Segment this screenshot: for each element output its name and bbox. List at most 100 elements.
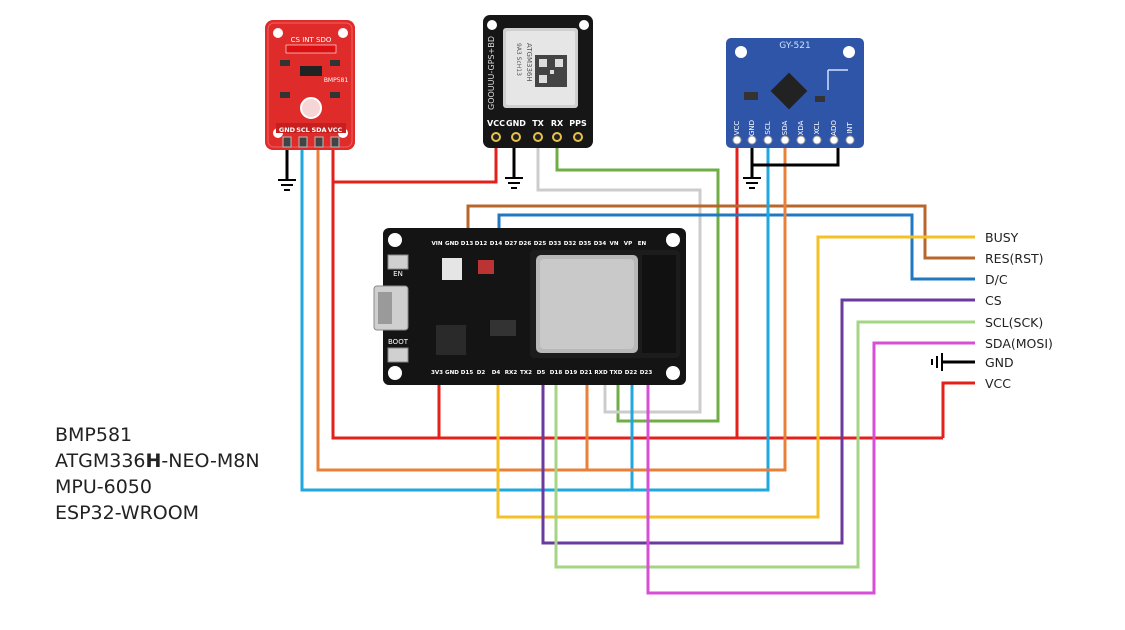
esp-top-pin: EN (638, 241, 647, 247)
legend-mpu6050: MPU-6050 (55, 476, 152, 498)
mpu-pin-ado: ADO (830, 120, 838, 136)
ground-icon (278, 150, 296, 191)
esp-bottom-pin: D18 (550, 370, 563, 376)
esp-bottom-pin: D22 (625, 370, 638, 376)
esp-top-pin: D34 (594, 241, 607, 247)
esp-top-pin: D25 (534, 241, 547, 247)
wire-display-cs (541, 298, 975, 545)
esp-bottom-pin: RX2 (505, 370, 518, 376)
esp-bottom-pin: RXD (594, 370, 608, 376)
display-pin-rst: RES(RST) (985, 251, 1044, 266)
wire-display-busy (496, 235, 975, 519)
gps-pin-pps: PPS (569, 119, 587, 128)
gps-pin-gnd: GND (506, 119, 526, 128)
display-pin-gnd: GND (985, 355, 1014, 370)
esp-bottom-pin: TXD (610, 370, 623, 376)
wire-display-mosi (646, 341, 975, 595)
esp-bottom-pin: D19 (565, 370, 578, 376)
esp-top-pin: D33 (549, 241, 562, 247)
esp-top-pin-labels: VIN GND D13 D12 D14 D27 D26 D25 D33 D32 … (431, 241, 646, 247)
esp-boot-label: BOOT (388, 338, 409, 346)
esp-bottom-pin: GND (445, 370, 459, 376)
bmp-pin-scl: SCL (296, 126, 310, 134)
wires (300, 148, 975, 595)
legend-gps-pre: ATGM336 (55, 450, 146, 472)
legend-gps: ATGM336H-NEO-M8N (55, 448, 260, 474)
esp-bottom-pin: D15 (461, 370, 474, 376)
bmp-pin-gnd: GND (279, 126, 296, 134)
wire-vcc-gps (333, 148, 498, 184)
mpu-name-label: GY-521 (779, 41, 810, 51)
bmp-pin-labels: GND SCL SDA VCC (279, 126, 343, 134)
bmp-name-label: BMP581 (324, 77, 349, 84)
display-pin-labels: BUSY RES(RST) D/C CS SCL(SCK) SDA(MOSI) … (985, 230, 1053, 391)
esp-top-pin: D27 (505, 241, 518, 247)
display-pin-dc: D/C (985, 272, 1008, 287)
bmp581-board: CS INT SDO BMP581 GND SCL SDA VCC (265, 20, 355, 150)
bmp-pin-vcc: VCC (328, 126, 343, 134)
esp-bottom-pin: D21 (580, 370, 593, 376)
wire-scl (300, 148, 770, 492)
display-pin-cs: CS (985, 293, 1002, 308)
gps-pin-labels: VCC GND TX RX PPS (487, 119, 587, 128)
esp-top-pin: D14 (490, 241, 503, 247)
gps-board: GOOUUU-GPS+BD ATGM336H 9A3 ScH13 VCC GND… (483, 15, 593, 148)
ground-icon (931, 353, 975, 371)
esp-en-label: EN (393, 270, 403, 278)
wire-vcc-bmp (331, 150, 943, 440)
legend-bmp581: BMP581 (55, 424, 133, 446)
bmp-pin-sda: SDA (311, 126, 326, 134)
esp-top-pin: VIN (431, 241, 442, 247)
esp-top-pin: D26 (519, 241, 532, 247)
mpu-pin-int: INT (846, 121, 854, 133)
wire-vcc-display (941, 381, 975, 438)
gps-pin-tx: TX (532, 119, 544, 128)
esp-top-pin: D32 (564, 241, 577, 247)
axis-arrows-icon (827, 69, 848, 90)
esp-bottom-pin: D2 (477, 370, 486, 376)
esp-bottom-pin: D4 (492, 370, 501, 376)
mpu-pin-xcl: XCL (813, 121, 821, 134)
display-pin-sck: SCL(SCK) (985, 315, 1043, 330)
mpu-pin-vcc: VCC (733, 121, 741, 136)
module-legend: BMP581 ATGM336H-NEO-M8N MPU-6050 ESP32-W… (55, 422, 260, 526)
ground-icon (743, 148, 761, 189)
boot-button[interactable] (387, 347, 409, 363)
ground-symbols (278, 148, 975, 371)
mpu-pin-xda: XDA (797, 120, 805, 135)
display-pin-busy: BUSY (985, 230, 1019, 245)
esp-bottom-pin: D5 (537, 370, 546, 376)
esp-top-pin: D12 (475, 241, 488, 247)
wire-display-dc (497, 213, 975, 281)
wire-display-sck (554, 320, 975, 569)
mpu-pin-labels: VCC GND SCL SDA XDA XCL ADO INT (733, 120, 854, 136)
esp-top-pin: VP (624, 241, 632, 247)
display-pin-vcc: VCC (985, 376, 1011, 391)
display-pin-mosi: SDA(MOSI) (985, 336, 1053, 351)
mpu-pin-scl: SCL (764, 121, 772, 134)
esp-top-pin: D13 (461, 241, 474, 247)
gps-chip-text: ATGM336H (525, 43, 533, 82)
legend-esp32: ESP32-WROOM (55, 502, 200, 524)
wire-display-rst (466, 204, 975, 260)
legend-gps-bold: H (145, 450, 162, 472)
esp32-board: VIN GND D13 D12 D14 D27 D26 D25 D33 D32 … (373, 228, 686, 385)
gps-side-text: GOOUUU-GPS+BD (487, 36, 496, 110)
esp-top-pin: GND (445, 241, 459, 247)
wire-gps-rx (555, 148, 720, 423)
gps-pin-rx: RX (551, 119, 564, 128)
esp-top-pin: VN (609, 241, 618, 247)
esp-bottom-pin: D23 (640, 370, 653, 376)
esp-bottom-pin: TX2 (520, 370, 532, 376)
en-button[interactable] (387, 254, 409, 270)
esp-bottom-pin-labels: 3V3 GND D15 D2 D4 RX2 TX2 D5 D18 D19 D21… (431, 370, 652, 376)
wire-mpu-gnd-loop (750, 148, 840, 167)
mpu-pin-sda: SDA (781, 121, 789, 136)
bmp-top-pins: CS INT SDO (291, 36, 332, 44)
esp-top-pin: D35 (579, 241, 592, 247)
gps-chip-text-2: 9A3 ScH13 (515, 43, 522, 76)
legend-gps-post: -NEO-M8N (161, 450, 260, 472)
esp-bottom-pin: 3V3 (431, 370, 443, 376)
mpu-pin-gnd: GND (748, 120, 756, 136)
